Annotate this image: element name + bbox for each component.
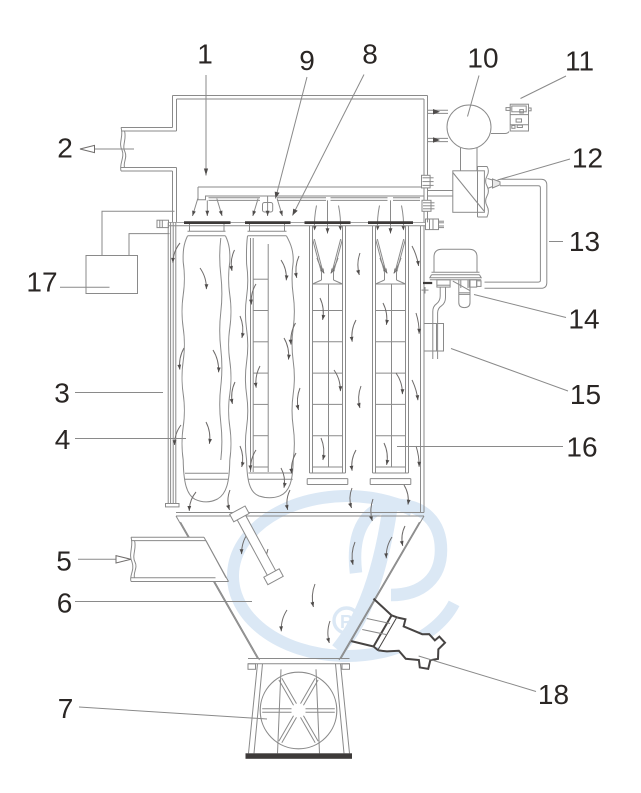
svg-text:14: 14 (568, 304, 599, 335)
svg-text:8: 8 (362, 39, 378, 70)
svg-text:10: 10 (467, 43, 498, 74)
svg-text:11: 11 (565, 46, 594, 77)
svg-text:2: 2 (57, 133, 73, 164)
svg-text:9: 9 (299, 45, 315, 76)
svg-text:15: 15 (570, 379, 601, 410)
svg-text:13: 13 (569, 226, 600, 257)
svg-text:12: 12 (572, 143, 603, 174)
svg-text:16: 16 (566, 432, 597, 463)
svg-text:6: 6 (57, 588, 73, 619)
svg-text:4: 4 (55, 424, 71, 455)
svg-text:17: 17 (26, 267, 57, 298)
svg-text:7: 7 (58, 693, 74, 724)
svg-text:18: 18 (538, 679, 569, 710)
svg-text:3: 3 (54, 378, 70, 409)
svg-text:5: 5 (56, 546, 72, 577)
svg-text:1: 1 (197, 39, 213, 70)
svg-text:R: R (340, 612, 353, 632)
